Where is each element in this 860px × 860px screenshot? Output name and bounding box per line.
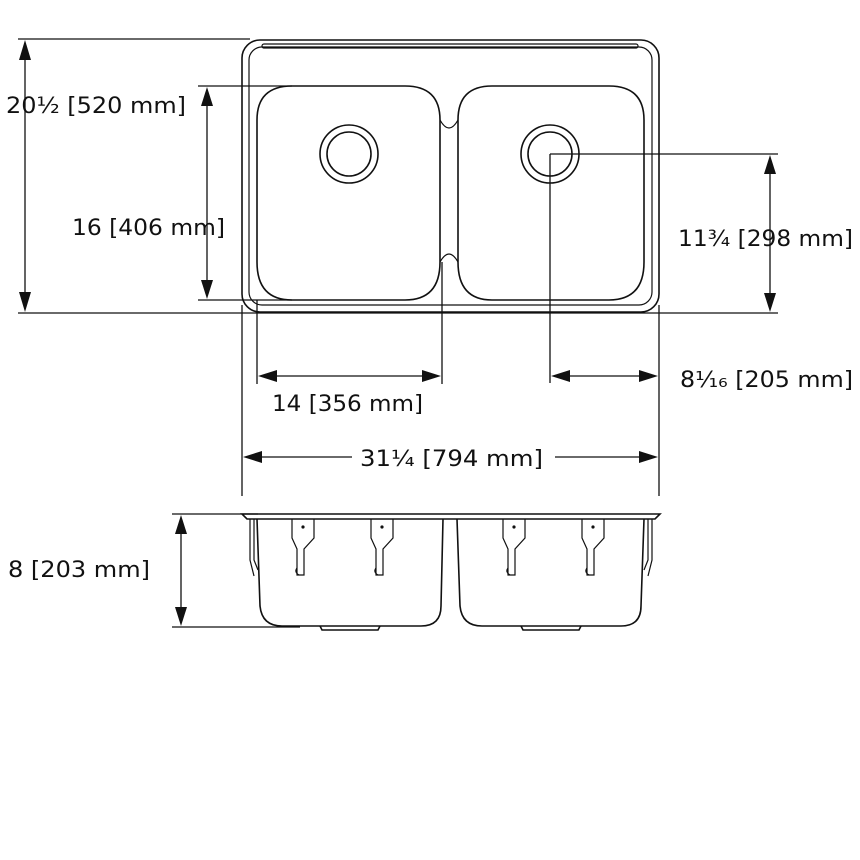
mounting-clip-1 [291,519,315,576]
left-bowl [256,85,441,301]
drain-to-back-label: 11¾ [298 mm] [678,227,853,252]
sink-top-view [241,39,660,313]
bowl-height-label: 8 [203 mm] [8,558,150,583]
bowl-width-label: 14 [356 mm] [272,392,423,417]
left-drain-inner [326,131,372,177]
right-bowl [457,85,645,301]
overall-width-label: 31¼ [794 mm] [360,447,543,472]
faucet-ledge [261,43,639,49]
bowl-depth-label: 16 [406 mm] [72,216,225,241]
overall-depth-dimension [18,38,778,314]
left-end-clip [249,519,259,577]
divider-top-notch [439,119,459,129]
overall-width-dimension [241,305,658,496]
bowl-width-dimension [256,262,443,384]
side-rim [240,513,662,520]
sink-rim-inner [248,46,653,306]
right-end-clip [643,519,653,577]
overall-depth-label: 20½ [520 mm] [6,94,186,119]
mounting-clip-3 [502,519,526,576]
side-left-drain [319,625,381,631]
mounting-clip-4 [581,519,605,576]
bowl-height-dimension [172,513,300,628]
sink-side-view [240,513,662,631]
drain-to-side-dimension [549,154,660,496]
divider-bottom-notch [439,253,459,263]
mounting-clip-2 [370,519,394,576]
bowl-depth-dimension [198,85,292,301]
left-drain-outer [319,124,379,184]
drain-to-side-label: 8¹⁄₁₆ [205 mm] [680,368,853,393]
sink-rim-outer [241,39,660,313]
side-right-bowl [456,518,645,627]
drain-to-back-dimension [550,153,778,312]
side-right-drain [520,625,582,631]
side-left-bowl [256,518,444,627]
